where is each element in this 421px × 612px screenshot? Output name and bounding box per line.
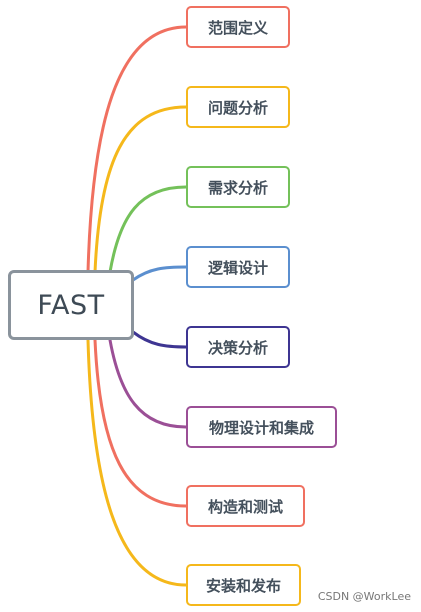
node-construction-testing-label: 构造和测试 — [207, 497, 283, 516]
connector-problem-analysis — [93, 105, 188, 274]
connector-construction-testing — [93, 338, 188, 508]
node-decision-analysis-label: 决策分析 — [207, 338, 268, 357]
node-problem-analysis[interactable]: 问题分析 — [186, 86, 290, 128]
connector-logical-design — [131, 265, 188, 282]
root-node[interactable]: FAST — [8, 270, 134, 340]
node-scope-definition-label: 范围定义 — [207, 18, 268, 37]
node-installation-release[interactable]: 安装和发布 — [186, 564, 301, 606]
node-logical-design-label: 逻辑设计 — [207, 258, 268, 277]
root-node-label: FAST — [37, 289, 105, 321]
node-problem-analysis-label: 问题分析 — [207, 98, 268, 117]
connector-decision-analysis — [131, 330, 188, 349]
node-logical-design[interactable]: 逻辑设计 — [186, 246, 290, 288]
connector-installation-release — [86, 338, 188, 587]
connector-physical-design-integration — [108, 338, 188, 429]
node-construction-testing[interactable]: 构造和测试 — [186, 485, 305, 527]
connector-scope-definition — [86, 25, 188, 274]
node-decision-analysis[interactable]: 决策分析 — [186, 326, 290, 368]
node-physical-design-integration-label: 物理设计和集成 — [208, 418, 314, 437]
node-scope-definition[interactable]: 范围定义 — [186, 6, 290, 48]
node-requirements-analysis[interactable]: 需求分析 — [186, 166, 290, 208]
node-physical-design-integration[interactable]: 物理设计和集成 — [186, 406, 337, 448]
node-installation-release-label: 安装和发布 — [205, 576, 281, 595]
watermark: CSDN @WorkLee — [317, 590, 411, 603]
node-requirements-analysis-label: 需求分析 — [207, 178, 268, 197]
connector-requirements-analysis — [108, 185, 188, 274]
